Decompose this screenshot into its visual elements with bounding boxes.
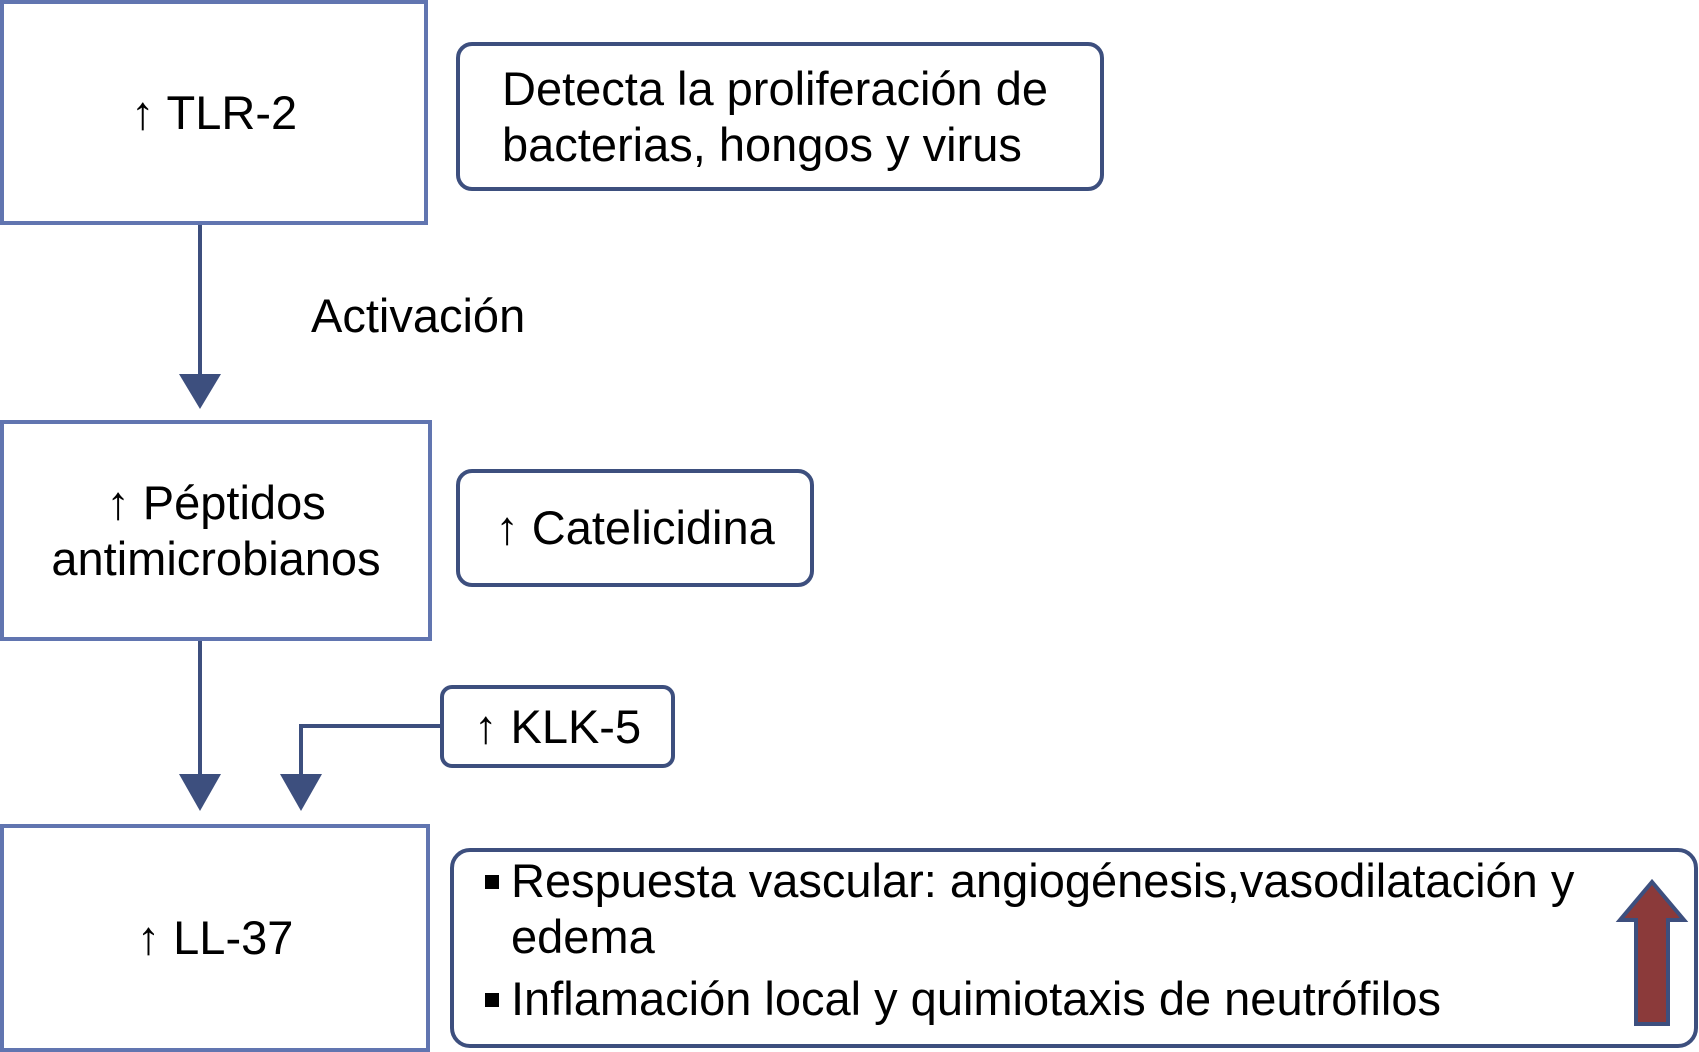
bullet-square-icon <box>485 993 499 1007</box>
effect-2-line-1: Inflamación local y quimiotaxis de neutr… <box>511 972 1442 1025</box>
klk5-box: ↑ KLK-5 <box>440 685 675 768</box>
arrow-peptidos-to-ll37 <box>179 640 221 811</box>
detecta-box: Detecta la proliferación de bacterias, h… <box>456 42 1104 191</box>
effect-item: Inflamación local y quimiotaxis de neutr… <box>485 971 1574 1027</box>
tlr2-box: ↑ TLR-2 <box>0 0 428 225</box>
effect-item: Respuesta vascular: angiogénesis,vasodil… <box>485 853 1574 965</box>
detecta-text: Detecta la proliferación de bacterias, h… <box>502 61 1048 173</box>
peptidos-line-1: ↑ Péptidos <box>106 475 326 529</box>
effect-1-line-2: edema <box>511 910 655 963</box>
effects-box <box>450 848 1698 1048</box>
arrow-klk5-to-ll37 <box>280 724 442 811</box>
effects-list: Respuesta vascular: angiogénesis,vasodil… <box>485 853 1574 1027</box>
detecta-line-1: Detecta la proliferación de <box>502 61 1049 115</box>
klk5-label: ↑ KLK-5 <box>473 699 642 753</box>
peptidos-text: ↑ Péptidos antimicrobianos <box>51 475 380 587</box>
catelicidina-box: ↑ Catelicidina <box>456 469 814 587</box>
ll37-label: ↑ LL-37 <box>136 911 294 964</box>
detecta-line-2: bacterias, hongos y virus <box>502 117 1022 171</box>
effect-1-line-1: Respuesta vascular: angiogénesis,vasodil… <box>511 854 1575 907</box>
activacion-label: Activación <box>311 289 526 342</box>
tlr2-label: ↑ TLR-2 <box>130 85 298 139</box>
peptidos-line-2: antimicrobianos <box>51 531 381 585</box>
arrow-tlr2-to-peptidos <box>179 224 221 409</box>
peptidos-box: ↑ Péptidos antimicrobianos <box>0 420 432 641</box>
bullet-square-icon <box>485 875 499 889</box>
catelicidina-label: ↑ Catelicidina <box>495 501 775 554</box>
ll37-box: ↑ LL-37 <box>0 824 430 1052</box>
